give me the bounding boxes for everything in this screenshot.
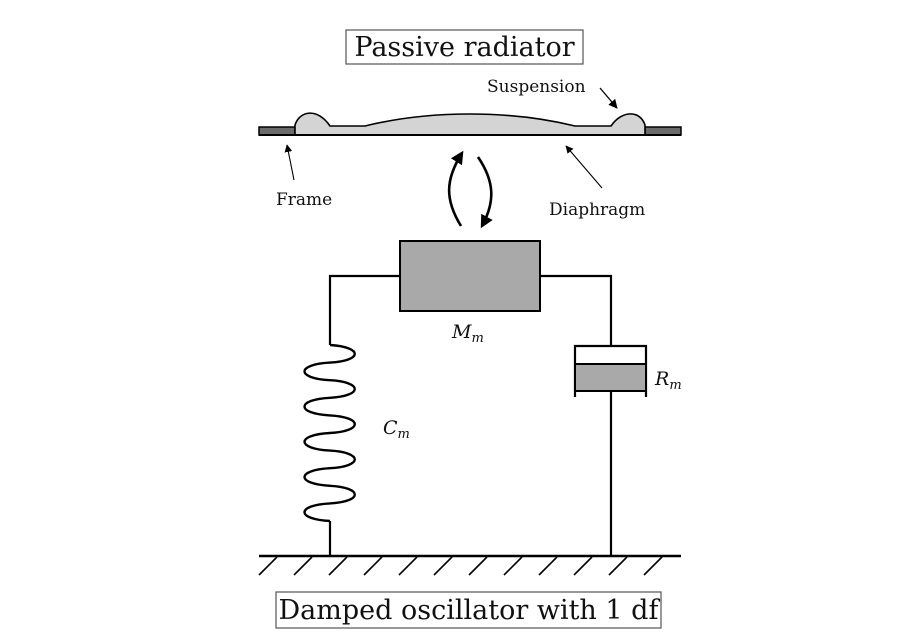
frame-label: Frame	[276, 190, 332, 210]
title-box: Passive radiator	[345, 29, 584, 65]
ground-hatch	[643, 556, 663, 576]
damper-piston	[574, 363, 647, 392]
mass-rect	[399, 240, 541, 312]
suspension-label: Suspension	[487, 77, 586, 97]
curved-double-arrow-icon	[447, 150, 493, 229]
ground-hatch	[433, 556, 453, 576]
ground-hatch	[293, 556, 313, 576]
caption-box: Damped oscillator with 1 df	[275, 591, 662, 629]
suspension-callout: Suspension	[487, 77, 618, 109]
ground-hatch	[258, 556, 278, 576]
diaphragm-callout: Diaphragm	[549, 145, 645, 220]
radiator-cross-section	[258, 112, 682, 136]
spring-label: Cm	[383, 417, 410, 442]
spring-connector	[328, 274, 400, 345]
title-text: Passive radiator	[354, 32, 574, 63]
ground-hatch	[538, 556, 558, 576]
ground	[258, 554, 681, 576]
diaphragm	[294, 112, 646, 136]
frame-callout: Frame	[276, 144, 332, 210]
mass-label: Mm	[451, 321, 484, 346]
title-border	[345, 29, 584, 65]
ground-hatch	[468, 556, 488, 576]
frame-arrow-icon	[284, 144, 295, 181]
mass-block: Mm	[399, 240, 541, 346]
caption-border	[275, 591, 662, 629]
diaphragm-arrow-icon	[565, 145, 603, 189]
suspension-arrow-icon	[599, 87, 618, 109]
ground-hatch	[503, 556, 523, 576]
damper-connector	[540, 274, 613, 346]
ground-hatch	[573, 556, 593, 576]
frame-right	[644, 126, 682, 136]
spring-coil	[303, 343, 356, 523]
ground-hatch	[608, 556, 628, 576]
diaphragm-label: Diaphragm	[549, 200, 645, 220]
frame-left	[258, 126, 296, 136]
ground-hatch	[363, 556, 383, 576]
damper: Rm	[573, 344, 682, 556]
caption-text: Damped oscillator with 1 df	[279, 595, 661, 626]
ground-hatch	[398, 556, 418, 576]
ground-hatch	[328, 556, 348, 576]
spring: Cm	[303, 343, 410, 556]
damper-label: Rm	[654, 368, 682, 393]
